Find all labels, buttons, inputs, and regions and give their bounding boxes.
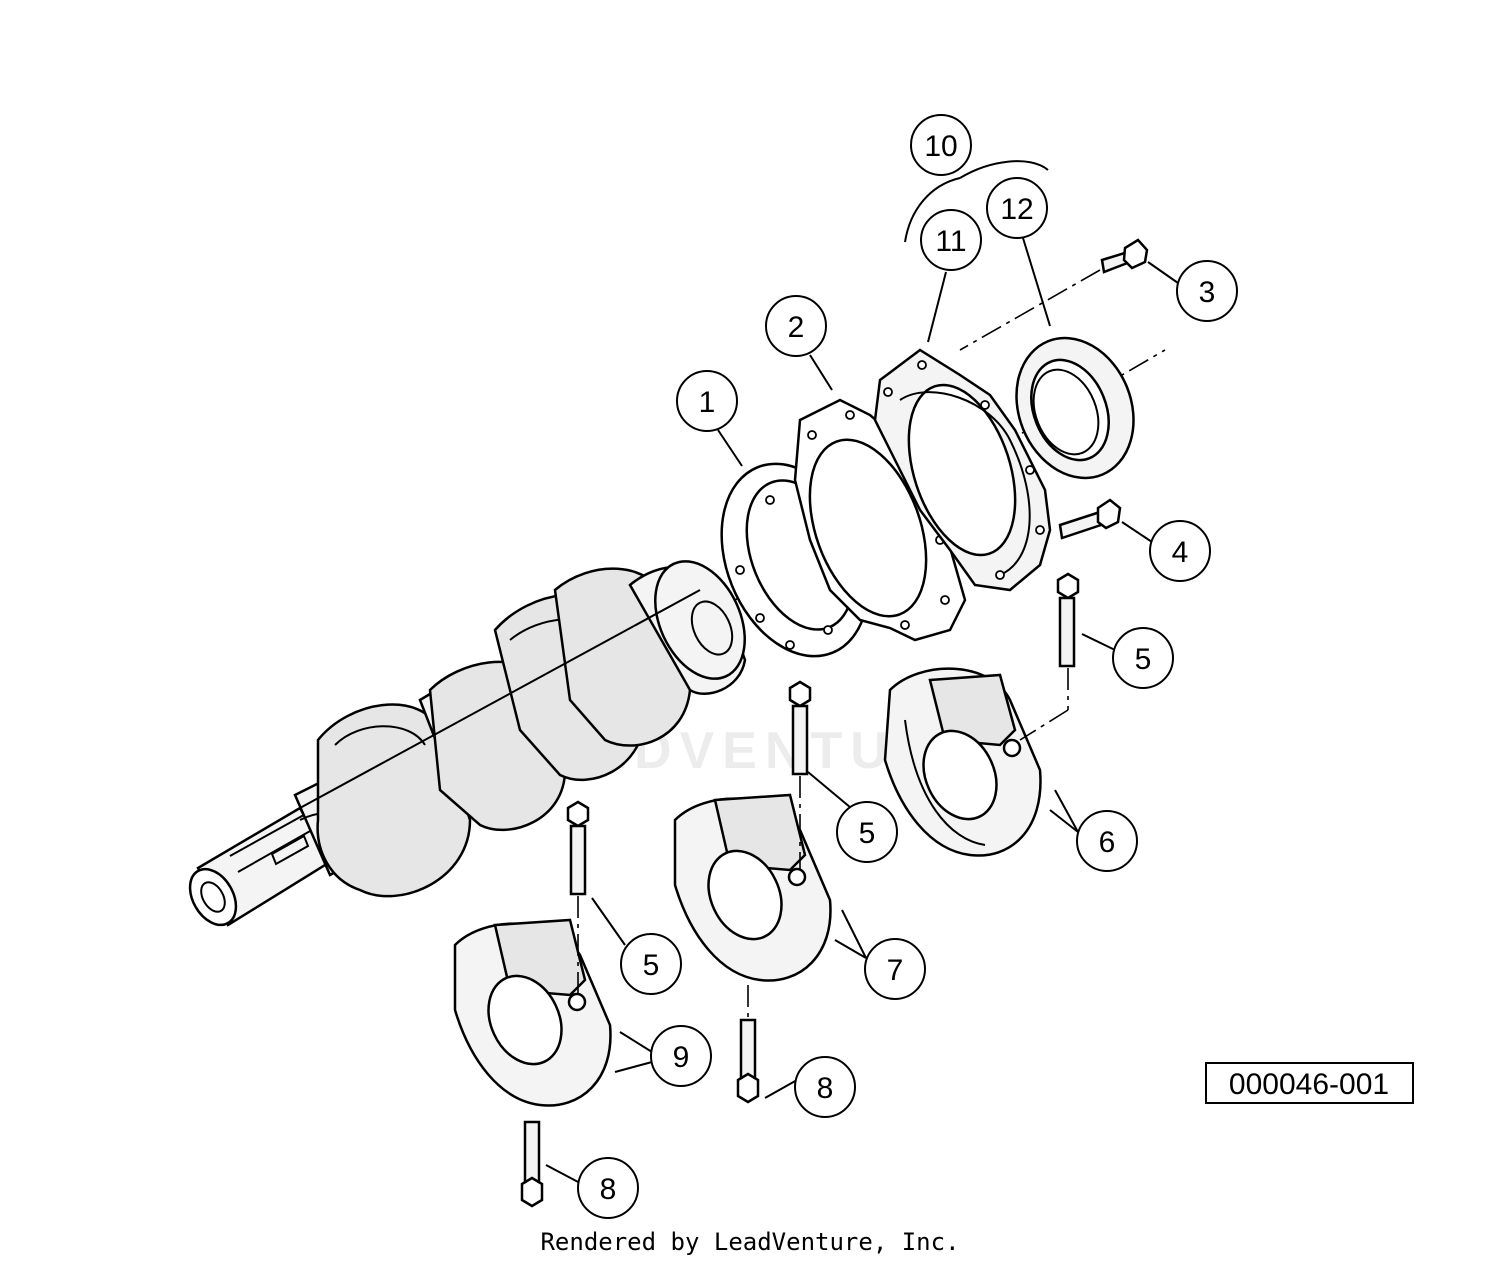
callout-5-left: 5 <box>620 933 682 995</box>
callout-6-label: 6 <box>1099 826 1116 859</box>
callout-12: 12 <box>986 177 1048 239</box>
callout-4-label: 4 <box>1172 536 1189 569</box>
callout-2: 2 <box>765 295 827 357</box>
callout-10-label: 10 <box>924 130 957 163</box>
callout-11: 11 <box>920 209 982 271</box>
bolt-8-cap-7 <box>736 985 760 1104</box>
callout-3-label: 3 <box>1199 276 1216 309</box>
callout-8-middle: 8 <box>794 1056 856 1118</box>
callout-11-label: 11 <box>935 225 966 258</box>
callout-5-middle-label: 5 <box>859 817 876 850</box>
callout-12-label: 12 <box>1000 193 1033 226</box>
callout-3: 3 <box>1176 260 1238 322</box>
callout-8-bottom-label: 8 <box>600 1173 617 1206</box>
callout-1: 1 <box>676 370 738 432</box>
callout-2-label: 2 <box>788 311 805 344</box>
leader-lines <box>545 160 1179 1184</box>
callout-1-label: 1 <box>699 386 716 419</box>
callout-10: 10 <box>910 114 972 176</box>
gasket-plate <box>793 398 967 642</box>
callout-4: 4 <box>1149 520 1211 582</box>
bolt-5-cap-6 <box>1019 572 1080 741</box>
callout-8-middle-label: 8 <box>817 1072 834 1105</box>
bolt-5-cap-7 <box>788 680 812 870</box>
callout-7: 7 <box>864 938 926 1000</box>
reference-number-box: 000046-001 <box>1205 1062 1414 1104</box>
bearing-cap-9 <box>453 918 612 1107</box>
reference-number: 000046-001 <box>1229 1068 1389 1101</box>
callout-8-bottom: 8 <box>577 1157 639 1219</box>
callout-9-label: 9 <box>673 1041 690 1074</box>
bolt-8-cap-9 <box>520 1120 544 1208</box>
callout-7-label: 7 <box>887 954 904 987</box>
callout-5-middle: 5 <box>836 801 898 863</box>
callout-5-left-label: 5 <box>643 949 660 982</box>
bearing-plate <box>873 348 1052 592</box>
bolt-5-cap-9 <box>566 800 590 995</box>
callout-5-right: 5 <box>1112 627 1174 689</box>
callout-5-right-label: 5 <box>1135 643 1152 676</box>
footer-credit: Rendered by LeadVenture, Inc. <box>540 1228 959 1256</box>
crankshaft <box>188 560 747 927</box>
callout-9: 9 <box>650 1025 712 1087</box>
bolt-part-4 <box>1058 498 1122 540</box>
oil-seal <box>1015 336 1135 480</box>
bolt-part-3 <box>959 238 1149 351</box>
bearing-cap-6 <box>883 667 1042 857</box>
bearing-cap-7 <box>673 793 832 982</box>
callout-6: 6 <box>1076 810 1138 872</box>
